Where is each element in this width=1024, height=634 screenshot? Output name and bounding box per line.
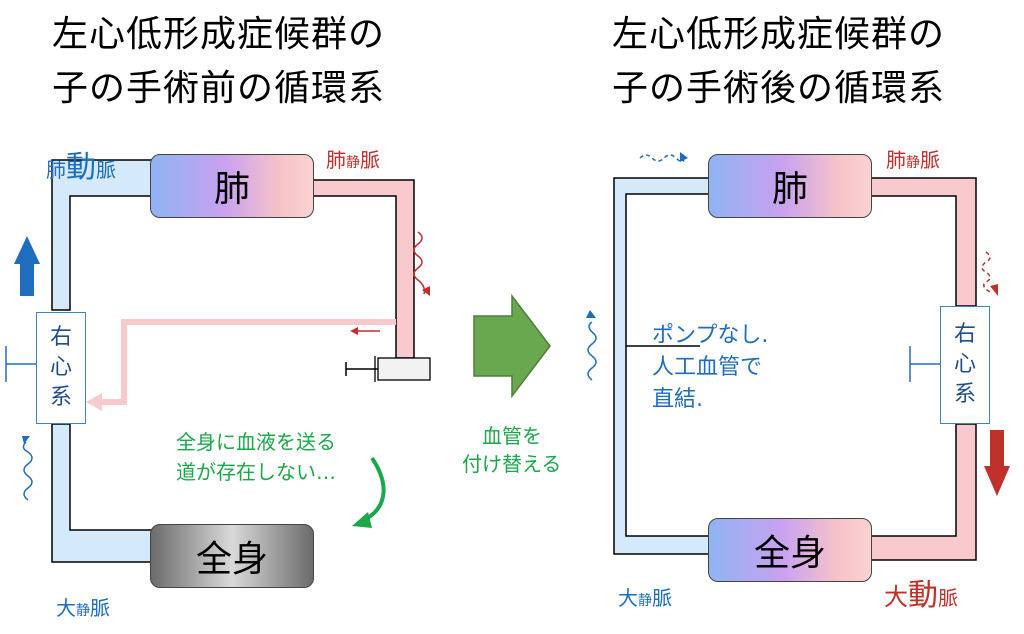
right-wavy-red-arrowhead	[990, 284, 998, 296]
left-heart-char-2: 心	[49, 355, 72, 380]
right-body-label: 全身	[753, 533, 826, 574]
left-big-blue-arrow-head	[14, 236, 40, 264]
left-wavy-blue-arrowhead	[22, 436, 30, 444]
right-title-line2: 子の手術後の循環系	[612, 68, 946, 109]
right-lung-box: 肺	[708, 154, 872, 218]
left-heart-char-3: 系	[49, 385, 72, 410]
left-wavy-red-arrowhead	[422, 286, 430, 296]
right-body-box: 全身	[708, 518, 872, 582]
right-title-line1: 左心低形成症候群の	[612, 14, 946, 55]
right-lung-label: 肺	[771, 169, 808, 210]
right-heart-char-2: 心	[953, 352, 976, 377]
left-big-blue-arrow-shaft	[20, 262, 34, 296]
left-vc-char-b: 静	[76, 603, 90, 619]
left-pulmonary-vein-label: 肺静脈	[326, 144, 380, 173]
right-note-line1: ポンプなし.	[652, 323, 769, 348]
middle-big-green-arrow	[473, 293, 551, 399]
left-heart-box: 右 心 系	[36, 312, 86, 424]
right-vc-char-c: 脈	[652, 586, 672, 610]
right-vc-char-b: 静	[638, 593, 652, 609]
right-heart-box: 右 心 系	[940, 306, 990, 424]
right-note-line2: 人工血管で	[652, 355, 763, 380]
left-note-line1: 全身に血液を送る	[176, 430, 336, 454]
left-pa-char-a: 肺	[46, 158, 66, 182]
left-title-line1: 左心低形成症候群の	[52, 14, 386, 55]
left-small-red-arrowhead	[350, 327, 358, 335]
left-heart-char-1: 右	[49, 325, 72, 350]
right-pulmonary-vein-vessel	[869, 177, 977, 307]
right-pulmonary-vein-label: 肺静脈	[886, 144, 940, 173]
left-return-path-arrowhead	[86, 393, 102, 411]
right-pv-char-a: 肺	[886, 148, 906, 172]
right-wavy-red-arrow	[981, 251, 991, 293]
right-wavy-blue-arrow-side	[587, 321, 597, 381]
left-pa-char-b: 動	[66, 150, 96, 185]
left-pv-char-c: 脈	[360, 148, 380, 172]
left-vc-char-c: 脈	[90, 596, 110, 620]
right-ao-char-a: 大	[884, 583, 908, 611]
right-wavy-blue-arrow-top	[639, 154, 685, 163]
left-vena-cava-label: 大静脈	[56, 592, 110, 621]
right-heart-char-3: 系	[953, 382, 976, 407]
left-green-curved-arrow	[363, 456, 386, 522]
left-pulmonary-artery-label: 肺動脈	[46, 142, 116, 186]
right-vena-cava-label: 大静脈	[618, 582, 672, 611]
right-big-red-arrow-head	[984, 466, 1010, 496]
left-vena-cava-vessel	[51, 423, 153, 563]
left-pv-char-b: 静	[346, 155, 360, 171]
left-body-box: 全身	[150, 524, 314, 588]
left-title-line2: 子の手術前の循環系	[52, 68, 386, 109]
left-lung-box: 肺	[150, 154, 314, 218]
left-pa-char-c: 脈	[96, 158, 116, 182]
right-wavy-blue-arrowhead-side	[586, 310, 596, 318]
left-return-path	[92, 319, 396, 405]
right-heart-char-1: 右	[953, 322, 976, 347]
middle-label-line2: 付け替える	[462, 452, 562, 476]
left-pv-char-a: 肺	[326, 148, 346, 172]
left-syringe-body	[377, 357, 431, 381]
right-wavy-blue-arrowhead-top	[680, 152, 688, 162]
right-aorta-label: 大動脈	[884, 570, 958, 614]
left-wavy-red-arrow	[413, 231, 426, 295]
right-big-red-arrow-shaft	[990, 430, 1004, 468]
right-note-line3: 直結.	[652, 387, 703, 412]
left-lung-label: 肺	[213, 169, 250, 210]
right-ao-char-b: 動	[908, 578, 938, 613]
left-vc-char-a: 大	[56, 596, 76, 620]
right-ao-char-c: 脈	[938, 586, 958, 610]
left-body-label: 全身	[195, 539, 268, 580]
right-pv-char-c: 脈	[920, 148, 940, 172]
left-wavy-blue-arrow	[22, 441, 33, 501]
right-pv-char-b: 静	[906, 155, 920, 171]
left-note-line2: 道が存在しない…	[176, 460, 336, 484]
right-vc-char-a: 大	[618, 586, 638, 610]
middle-label-line1: 血管を	[482, 424, 542, 448]
right-aorta-vessel	[869, 423, 977, 561]
left-green-curved-arrowhead	[352, 512, 372, 528]
